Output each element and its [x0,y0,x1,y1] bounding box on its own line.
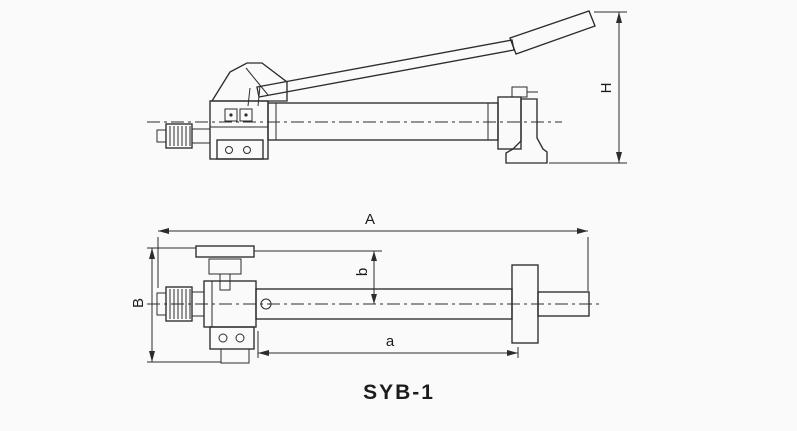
pump-lever [256,39,515,98]
dimension-label-H: H [598,83,615,94]
t-handle-stem [219,273,231,291]
bolt-hole [218,333,228,343]
piston-rod [537,291,590,317]
t-handle-bar [195,245,255,258]
arrowhead-right [577,228,588,234]
arrowhead-down [149,351,155,362]
dimension-A: A [157,211,589,291]
valve-t-handle [195,245,255,291]
arrowhead-left [258,350,269,356]
pump-body-block [209,100,269,160]
dimension-H: H [549,11,627,164]
mounting-flange [216,139,264,160]
cylinder-barrel [267,102,499,141]
dimension-B: B [130,247,221,363]
dimension-a: a [257,331,519,358]
port-dot [229,113,233,117]
end-cap-and-foot [497,86,548,164]
release-valve-knob-side [156,123,211,149]
fill-plug [260,298,272,310]
pump-head-bracket [210,62,288,107]
arrowhead-up [616,12,622,23]
dimension-label-A: A [365,211,375,228]
arrowhead-up [149,248,155,259]
arrowhead-down [616,152,622,163]
coupler-and-rod [511,264,590,344]
arrowhead-up [371,251,377,261]
support-foot [505,98,548,164]
dimension-label-B: B [130,298,147,308]
top-fitting [511,86,528,98]
t-handle-collar [208,258,242,275]
bolt-hole [225,146,233,154]
knurl-hatching [169,126,191,146]
lower-mounting-bracket [209,326,255,364]
model-caption: SYB-1 [363,381,435,404]
pump-handle-grip [509,10,596,55]
arrowhead-right [507,350,518,356]
arrowhead-left [158,228,169,234]
arrowhead-down [371,294,377,304]
dimension-label-a: a [386,333,395,350]
bolt-hole [243,146,251,154]
bolt-hole [235,333,245,343]
release-valve-knob-plan [156,286,205,322]
plan-view: A b [130,211,601,364]
knurl-hatching [169,289,191,319]
end-cap [497,96,522,150]
dimension-b: b [254,250,382,304]
bracket-tab [220,348,250,364]
dimension-label-b: b [354,268,371,276]
port-dot [244,113,248,117]
side-elevation-view: H [147,10,627,164]
